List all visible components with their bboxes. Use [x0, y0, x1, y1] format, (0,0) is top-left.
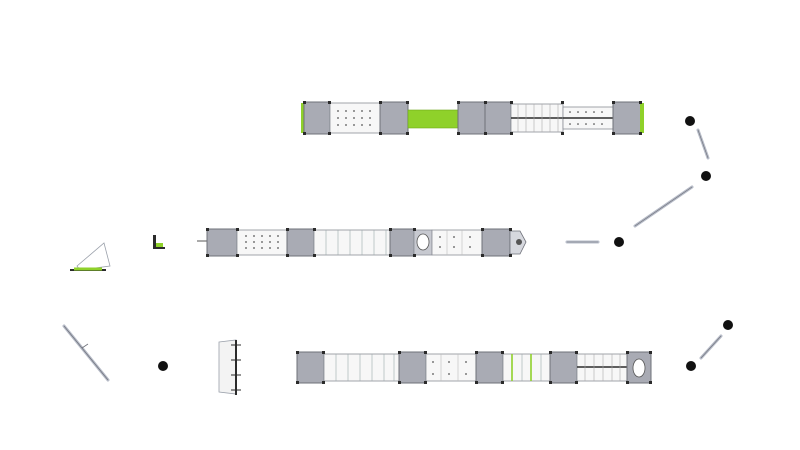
platform: [484, 101, 512, 135]
platform: [457, 101, 486, 135]
green-post-bridge: [502, 353, 551, 382]
dotted-climbing-panel: [425, 353, 477, 382]
small-step-element: [153, 235, 165, 249]
bottom-structure: [296, 351, 652, 384]
angled-balance-beam: [70, 242, 111, 271]
green-end-cap: [640, 103, 644, 133]
dotted-climbing-panel: [236, 229, 288, 256]
platform: [303, 101, 331, 135]
crawl-tunnel: [626, 351, 652, 384]
middle-structure: [197, 228, 527, 257]
platform: [398, 351, 427, 384]
post-node: [614, 237, 624, 247]
platform: [612, 101, 642, 135]
ladder-bridge: [313, 229, 391, 256]
green-end-cap: [301, 103, 305, 133]
platform: [389, 228, 415, 257]
net-crossing: [562, 106, 614, 130]
corner-posts: [303, 101, 642, 135]
post-node: [686, 361, 696, 371]
platform: [549, 351, 578, 384]
dotted-climbing-panel: [431, 229, 483, 256]
platform: [475, 351, 504, 384]
green-bridge: [407, 109, 459, 129]
bottom-right-connector: [686, 320, 733, 371]
platform: [481, 228, 511, 257]
platform: [379, 101, 409, 135]
end-bracket: [509, 230, 527, 255]
platform: [286, 228, 315, 257]
post-node: [158, 361, 168, 371]
platform: [206, 228, 238, 257]
right-connector-loop: [565, 116, 711, 247]
corner-posts: [296, 351, 652, 384]
climbing-wall-side-view: [218, 339, 241, 395]
corner-posts: [206, 228, 512, 257]
rope-bridge: [510, 103, 564, 133]
rope-bridge: [576, 353, 628, 382]
crawl-tunnel: [413, 229, 433, 256]
platform: [296, 351, 325, 384]
post-node: [701, 171, 711, 181]
dotted-climbing-panel: [329, 102, 381, 134]
post-node: [723, 320, 733, 330]
left-diagonal-pole: [62, 324, 110, 382]
post-node: [685, 116, 695, 126]
top-structure: [301, 101, 644, 135]
ladder-bridge: [323, 353, 400, 382]
